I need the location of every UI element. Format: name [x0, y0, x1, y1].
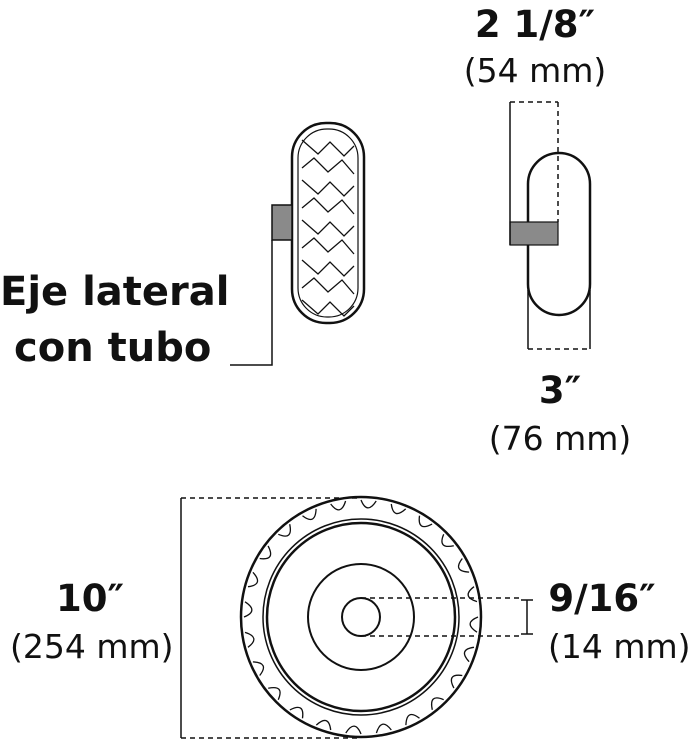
tread-stroke — [301, 237, 355, 255]
front-tread-lug — [315, 719, 332, 731]
front-tread-lug — [390, 503, 407, 515]
tread-pattern — [301, 139, 355, 317]
axle-label-line2: con tubo — [14, 325, 212, 371]
front-tread-lug — [463, 646, 475, 663]
front-tread-lug — [243, 601, 253, 618]
front-tread-lug — [247, 571, 259, 588]
front-tread-lug — [405, 713, 420, 726]
front-tread-lug — [467, 586, 478, 603]
front-view-wheel — [239, 495, 483, 739]
tread-stroke — [301, 299, 355, 317]
front-tread-lug — [289, 706, 304, 719]
tread-stroke — [301, 179, 355, 197]
tread-stroke — [301, 219, 355, 237]
width-imperial: 2 1/8″ — [474, 3, 596, 46]
front-tread-lug — [259, 545, 272, 560]
front-tread-lug — [418, 515, 433, 528]
width-metric: (54 mm) — [463, 51, 607, 90]
profile-view-wheel — [509, 101, 592, 350]
diameter-dimension — [180, 497, 361, 739]
height-imperial: 3″ — [538, 369, 582, 412]
front-tread-lug — [330, 500, 347, 511]
tread-stroke — [301, 277, 355, 295]
front-tread-lug — [302, 508, 317, 521]
axle-leader-line — [230, 240, 273, 366]
front-tread-lug — [252, 661, 265, 676]
tread-stroke — [301, 259, 355, 277]
front-tread-lug — [441, 534, 454, 547]
front-tread-lug — [431, 697, 444, 710]
tread-stroke — [301, 157, 355, 175]
front-tread-lug — [360, 499, 377, 509]
axle-tube — [271, 204, 293, 241]
front-tread-lug — [457, 558, 470, 573]
tread-stroke — [301, 139, 355, 157]
tread-stroke — [301, 197, 355, 215]
diameter-metric: (254 mm) — [10, 627, 174, 666]
front-tread-lug — [469, 616, 479, 633]
profile-axle-tube — [509, 221, 559, 246]
tread-view-wheel — [290, 121, 366, 325]
bore-dimension — [361, 597, 533, 637]
bore-imperial: 9/16″ — [548, 577, 656, 620]
bore-metric: (14 mm) — [548, 627, 691, 666]
diameter-imperial: 10″ — [55, 577, 125, 620]
front-tread-lug — [268, 687, 281, 700]
front-tread-pattern — [243, 499, 479, 735]
axle-label-line1: Eje lateral — [0, 269, 230, 315]
front-tread-lug — [278, 524, 291, 537]
front-tread-lug — [450, 674, 463, 689]
front-tread-lug — [345, 725, 362, 735]
front-tread-lug — [375, 723, 392, 734]
height-metric: (76 mm) — [488, 419, 632, 458]
front-tread-lug — [244, 631, 255, 648]
